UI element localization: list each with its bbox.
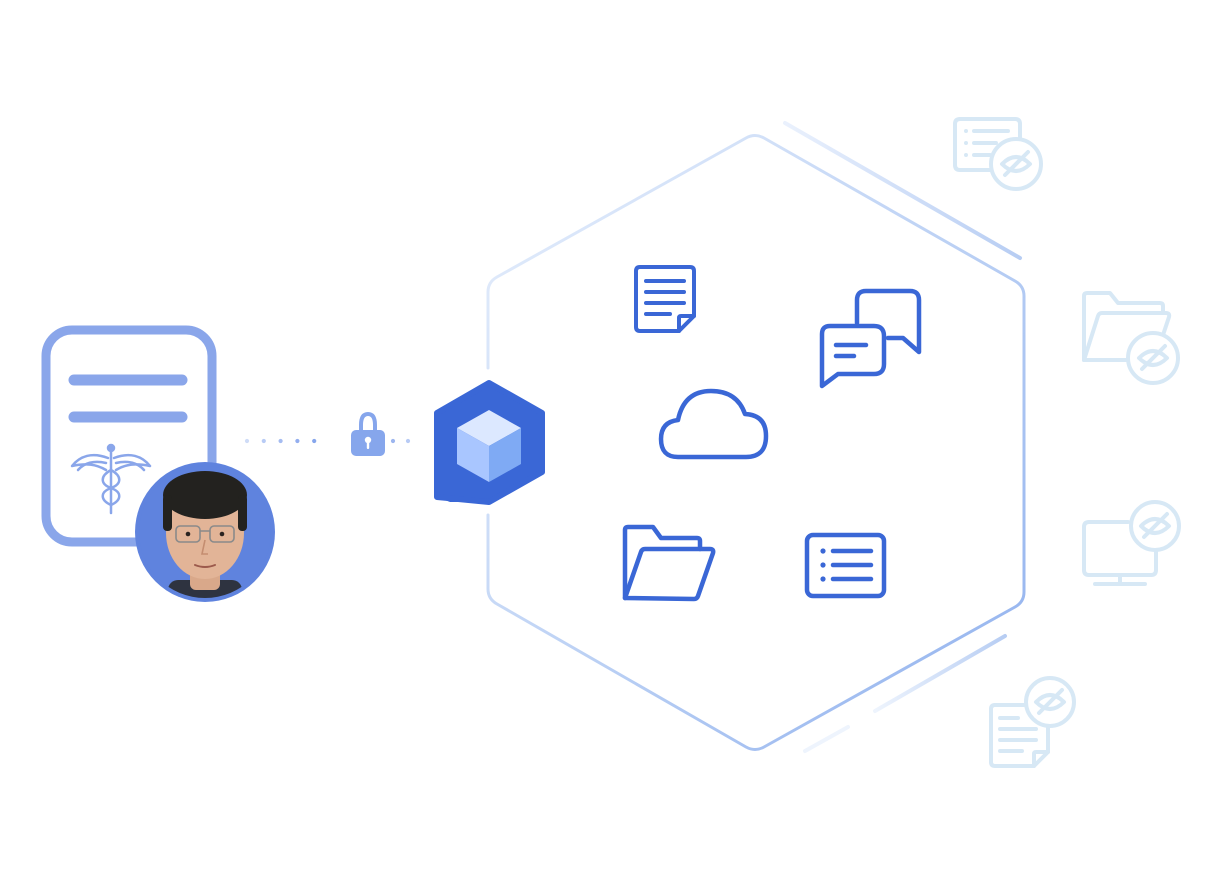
- chat-bubbles-icon: [819, 288, 922, 389]
- patient-avatar: [135, 462, 275, 602]
- hidden-document-icon: [989, 676, 1076, 768]
- hidden-monitor-icon: [1082, 500, 1181, 586]
- folder-icon: [622, 524, 716, 602]
- connector-dot: [312, 438, 317, 444]
- outer-edge-bottom-small: [803, 725, 850, 753]
- hexagon-outline: [486, 134, 1026, 751]
- connector-dot: [261, 438, 266, 444]
- connector-dot: [390, 438, 396, 444]
- list-card-icon: [804, 532, 887, 599]
- connector-dot: [278, 438, 283, 444]
- caduceus-icon: [70, 443, 152, 515]
- connector-dot: [244, 438, 250, 444]
- connector-dot: [295, 438, 300, 444]
- outer-edge-bottom: [873, 634, 1007, 713]
- document-icon: [634, 265, 696, 333]
- encrypted-connector: [244, 411, 411, 456]
- connector-dot: [405, 438, 411, 444]
- connector-dots-right: [390, 438, 411, 444]
- secure-zone-hexagon: [486, 121, 1026, 753]
- hidden-folder-icon: [1082, 291, 1180, 385]
- hidden-list-icon: [953, 117, 1043, 191]
- outer-edge-top: [783, 121, 1022, 260]
- connector-dots-left: [244, 438, 317, 444]
- padlock-icon: [351, 411, 385, 456]
- medical-record-icon: [41, 325, 217, 547]
- cloud-icon: [658, 388, 769, 460]
- cube-logo-icon: [434, 380, 545, 505]
